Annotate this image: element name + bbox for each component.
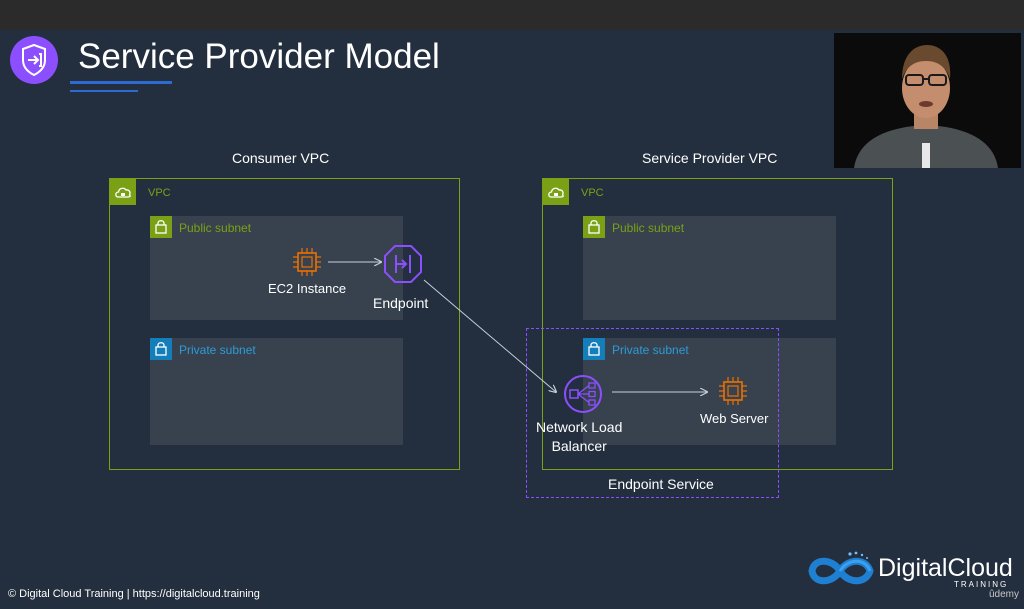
subnet-label: Private subnet bbox=[612, 343, 689, 357]
consumer-vpc-box: VPC Public subnet Private subnet bbox=[109, 178, 460, 470]
vpc-label: VPC bbox=[148, 187, 171, 199]
presenter-video bbox=[834, 33, 1021, 168]
connection-arrows bbox=[328, 30, 1024, 609]
title-underline bbox=[70, 81, 172, 84]
footer-copyright: © Digital Cloud Training | https://digit… bbox=[8, 588, 260, 600]
load-balancer-icon bbox=[563, 374, 603, 414]
ec2-instance-label: EC2 Instance bbox=[268, 281, 347, 296]
consumer-private-subnet: Private subnet bbox=[150, 338, 403, 445]
vpc-endpoint-icon bbox=[383, 244, 423, 284]
provider-vpc-heading: Service Provider VPC bbox=[642, 150, 778, 166]
consumer-public-subnet: Public subnet bbox=[150, 216, 403, 320]
cloud-lock-icon bbox=[543, 179, 569, 205]
padlock-icon bbox=[583, 216, 605, 238]
nlb-label: Network Load Balancer bbox=[536, 418, 622, 456]
web-server-label: Web Server bbox=[700, 411, 769, 426]
shield-arrow-icon bbox=[8, 34, 60, 86]
title-underline-short bbox=[70, 90, 138, 92]
slide: Service Provider Model Consumer VPC Serv… bbox=[0, 30, 1024, 609]
subnet-label: Private subnet bbox=[179, 343, 256, 357]
padlock-icon bbox=[150, 216, 172, 238]
chip-icon bbox=[291, 246, 323, 278]
window-top-bar bbox=[0, 0, 1024, 30]
padlock-icon bbox=[583, 338, 605, 360]
logo-name: DigitalCloud bbox=[878, 554, 1013, 582]
provider-public-subnet: Public subnet bbox=[583, 216, 836, 320]
nlb-label-line1: Network Load bbox=[536, 419, 623, 435]
vpc-label: VPC bbox=[581, 187, 604, 199]
subnet-label: Public subnet bbox=[179, 221, 252, 235]
infinity-logo-icon bbox=[808, 551, 874, 585]
nlb-label-line2: Balancer bbox=[551, 438, 607, 454]
udemy-watermark: ûdemy bbox=[989, 589, 1020, 600]
endpoint-label: Endpoint bbox=[373, 295, 429, 311]
endpoint-to-nlb-arrow bbox=[423, 279, 556, 392]
padlock-icon bbox=[150, 338, 172, 360]
consumer-vpc-heading: Consumer VPC bbox=[232, 150, 330, 166]
cloud-lock-icon bbox=[110, 179, 136, 205]
page-title: Service Provider Model bbox=[78, 37, 440, 76]
subnet-label: Public subnet bbox=[612, 221, 685, 235]
digitalcloud-logo: DigitalCloud TRAINING ûdemy bbox=[806, 548, 1021, 608]
chip-icon bbox=[717, 375, 749, 407]
endpoint-service-boundary bbox=[526, 328, 779, 498]
logo-subtitle: TRAINING bbox=[954, 580, 1009, 589]
endpoint-service-label: Endpoint Service bbox=[608, 476, 714, 492]
